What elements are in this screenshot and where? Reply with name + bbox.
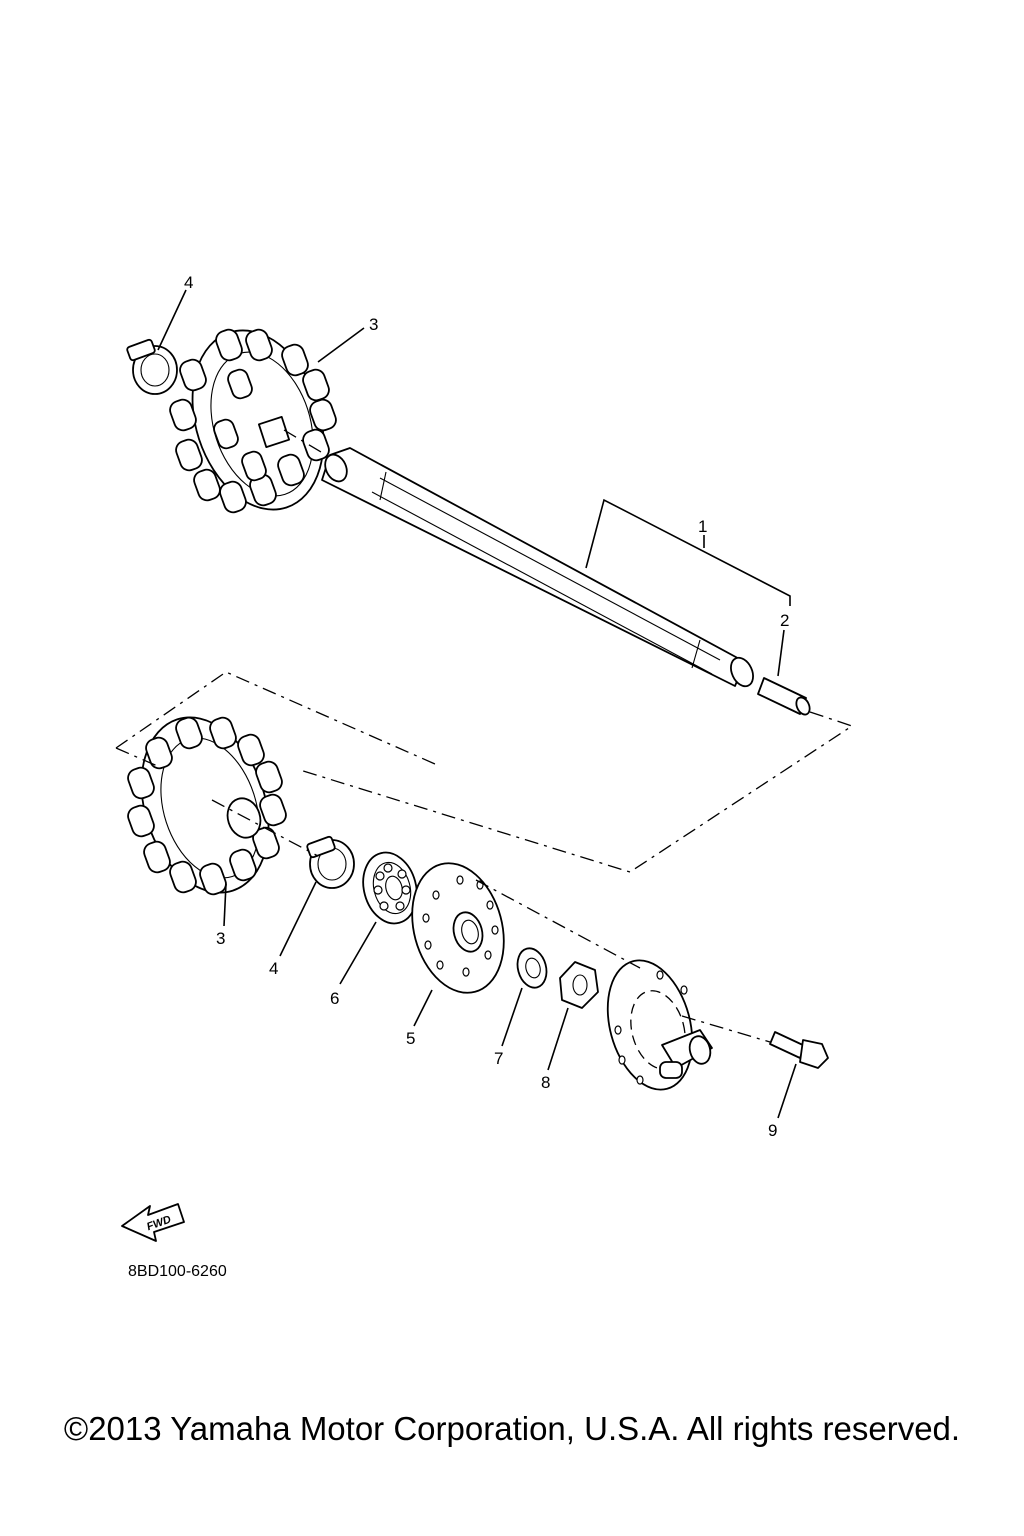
callout-9: 9: [768, 1121, 777, 1140]
bearing: [362, 851, 418, 925]
assembly-frame-line: [299, 711, 854, 873]
copyright-footer: ©2013 Yamaha Motor Corporation, U.S.A. A…: [63, 1410, 961, 1447]
callout-2: 2: [780, 611, 789, 630]
callout-3-top: 3: [369, 315, 378, 334]
shaft-pin: [757, 677, 811, 716]
drive-shaft: [321, 447, 754, 688]
lower-hose-clamp: [306, 835, 355, 889]
upper-drive-sprocket: [169, 328, 337, 514]
flange-bolt: [769, 1031, 829, 1069]
washer: [516, 947, 548, 989]
callout-1: 1: [698, 517, 707, 536]
axis-line: [475, 879, 641, 969]
axis-line: [283, 429, 327, 456]
callout-4-top: 4: [184, 273, 193, 292]
callout-8: 8: [541, 1073, 550, 1092]
upper-hose-clamp: [126, 338, 178, 395]
callout-7: 7: [494, 1049, 503, 1068]
axis-line: [211, 799, 319, 857]
assembly-frame-line: [115, 747, 163, 769]
diagram-code: 8BD100-6260: [128, 1263, 227, 1280]
flange-plate: [411, 862, 505, 994]
lower-drive-sprocket: [127, 716, 287, 896]
callout-5: 5: [406, 1029, 415, 1048]
callout-4-bottom: 4: [269, 959, 278, 978]
leader-lines: [157, 289, 797, 1119]
callout-3-bottom: 3: [216, 929, 225, 948]
callout-6: 6: [330, 989, 339, 1008]
hub-assembly: [606, 959, 713, 1091]
fwd-arrow-icon: FWD: [121, 1203, 185, 1242]
hex-nut: [559, 961, 599, 1009]
